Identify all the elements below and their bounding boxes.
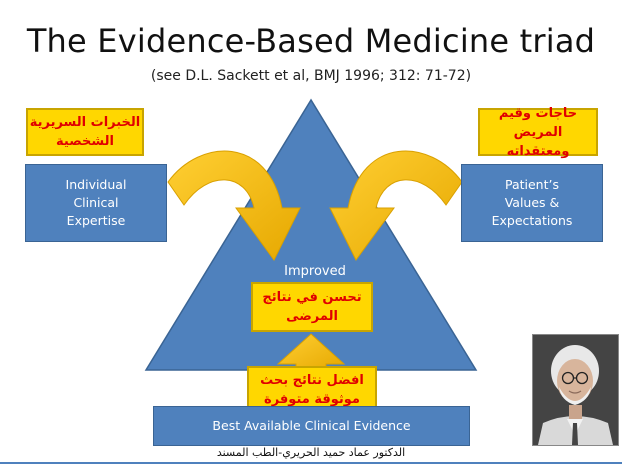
slide-subtitle: (see D.L. Sackett et al, BMJ 1996; 312: … — [150, 68, 472, 84]
slide-title: The Evidence-Based Medicine triad — [26, 22, 596, 60]
left-box-line: Expertise — [66, 213, 126, 228]
right-box-line: Patient’s — [504, 177, 559, 192]
best-evidence-box: Best Available Clinical Evidence — [153, 406, 470, 446]
arabic-line: تحسن في نتائج — [262, 290, 362, 305]
improved-label: Improved — [284, 264, 346, 279]
left-curved-arrow — [167, 150, 301, 261]
footer-credit: الدكتور عماد حميد الحريري-الطب المسند — [216, 446, 406, 459]
right-box-line: Values & — [504, 195, 560, 210]
left-box-line: Clinical — [73, 195, 119, 210]
arabic-line: موثوقة متوفرة — [264, 392, 360, 407]
center-arabic-label: تحسن في نتائج المرضى — [251, 282, 373, 332]
arabic-line: المرضى — [286, 309, 338, 324]
right-curved-arrow — [329, 150, 463, 261]
arabic-line: الشخصية — [56, 134, 114, 149]
bottom-divider — [0, 462, 622, 464]
arabic-line: الخبرات السريرية — [29, 115, 141, 130]
portrait-illustration — [533, 335, 618, 445]
right-arabic-label: حاجات وقيم المريض ومعتقداته — [478, 106, 598, 159]
right-box-line: Expectations — [491, 213, 573, 228]
individual-clinical-expertise-box: Individual Clinical Expertise — [25, 164, 167, 242]
left-box-line: Individual — [65, 177, 127, 192]
bottom-box-label: Best Available Clinical Evidence — [212, 418, 411, 433]
patient-values-box: Patient’s Values & Expectations — [461, 164, 603, 242]
left-arabic-label: الخبرات السريرية الشخصية — [26, 108, 144, 156]
arabic-line: حاجات وقيم — [498, 105, 578, 121]
arabic-line: المريض ومعتقداته — [506, 124, 570, 159]
portrait-photo — [532, 334, 619, 446]
arabic-line: افضل نتائج بحث — [260, 373, 364, 388]
